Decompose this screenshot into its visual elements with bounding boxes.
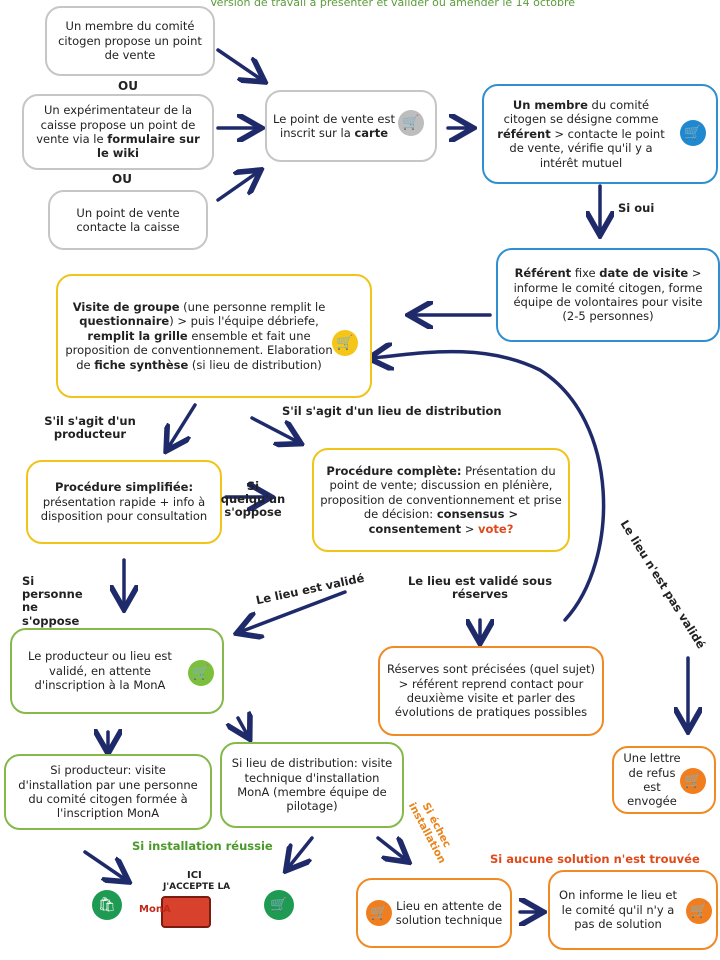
node-proposer-experimentateur: Un expérimentateur de la caisse propose …: [22, 94, 214, 170]
shopping-bag-icon: 🛍: [92, 890, 122, 920]
label-installation-reussie: Si installation réussie: [132, 839, 273, 853]
shopping-cart-icon: 🛒: [680, 768, 706, 794]
label-aucune-solution: Si aucune solution n'est trouvée: [490, 852, 700, 866]
mona-sticker: ICI J'ACCEPTE LA MonA: [135, 870, 235, 940]
arrow-reserves-loop: [372, 352, 606, 622]
label-si-quelquun: Si quelqu'un s'oppose: [220, 479, 286, 520]
arrow-complete-to-valide: [240, 590, 347, 632]
shopping-cart-icon: 🛒: [188, 660, 214, 686]
shopping-cart-icon: 🛒: [680, 120, 706, 146]
shopping-cart-icon: 🛒: [264, 890, 294, 920]
node-procedure-complete: Procédure complète: Présentation du poin…: [312, 448, 570, 552]
label-valide-reserves: Le lieu est validé sous réserves: [407, 574, 553, 602]
label-ou-1: OU: [118, 79, 138, 93]
shopping-cart-icon: 🛒: [686, 898, 712, 924]
node-proposer-comite: Un membre du comité citogen propose un p…: [45, 6, 215, 76]
node-date-visite: Référent fixe date de visite > informe l…: [496, 248, 720, 342]
arrow-lieu-to-echec: [376, 838, 406, 860]
arrow-contact-to-carte: [216, 172, 258, 202]
node-procedure-simplifiee: Procédure simplifiée: présentation rapid…: [26, 460, 222, 544]
arrow-visite-to-complete: [250, 416, 298, 442]
arrow-lieu-to-success: [288, 836, 314, 868]
node-si-producteur: Si producteur: visite d'installation par…: [4, 754, 212, 830]
label-si-oui: Si oui: [618, 201, 655, 215]
arrow-comite-to-carte: [216, 48, 262, 80]
shopping-cart-icon: 🛒: [332, 330, 358, 356]
arrow-visite-to-simplifiee: [168, 403, 197, 448]
sticker-box: [161, 896, 211, 928]
node-visite-groupe: Visite de groupe (une personne remplit l…: [56, 274, 372, 398]
header-note: Version de travail à présenter et valide…: [210, 0, 576, 9]
node-reserves: Réserves sont précisées (quel sujet) > r…: [378, 646, 604, 736]
sticker-line-1: ICI: [187, 870, 202, 881]
sticker-line-3: MonA: [139, 904, 171, 915]
label-ou-2: OU: [112, 172, 132, 186]
sticker-line-2: J'ACCEPTE LA: [163, 882, 231, 892]
shopping-cart-icon: 🛒: [366, 900, 392, 926]
node-attente: Lieu en attente de solution technique: [356, 878, 512, 948]
node-si-lieu: Si lieu de distribution: visite techniqu…: [220, 742, 404, 828]
node-contact-point: Un point de vente contacte la caisse: [48, 190, 208, 250]
arrow-producteur-to-success: [83, 850, 126, 880]
arrow-valide-to-lieu: [238, 718, 248, 736]
shopping-cart-icon: 🛒: [398, 110, 424, 136]
label-si-personne: Si personne ne s'oppose: [22, 574, 83, 628]
label-si-producteur: S'il s'agit d'un producteur: [44, 414, 136, 442]
node-referent: Un membre du comité citogen se désigne c…: [482, 84, 718, 184]
label-si-lieu: S'il s'agit d'un lieu de distribution: [282, 404, 502, 418]
